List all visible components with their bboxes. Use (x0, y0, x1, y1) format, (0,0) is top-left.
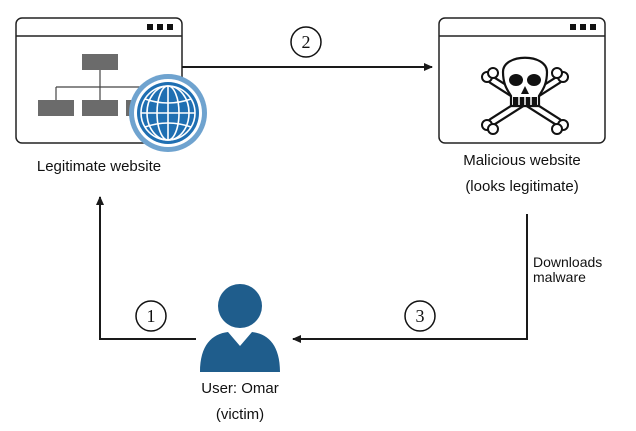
step-2-number: 2 (302, 32, 311, 52)
step-3-label-line1: Downloads (533, 254, 603, 270)
edge-step1 (96, 196, 196, 340)
skull-crossbones-icon (481, 56, 569, 135)
user-sublabel: (victim) (215, 406, 265, 423)
user-label: User: Omar (201, 380, 279, 397)
step-3-number: 3 (416, 306, 425, 326)
malicious-website-node (438, 17, 606, 144)
edge-step3 (292, 214, 528, 343)
user-icon (200, 284, 280, 372)
step-1-number: 1 (147, 306, 156, 326)
malicious-website-label: Malicious website (463, 152, 581, 169)
step-2-marker: 2 (290, 26, 322, 58)
step-3-label-line2: malware (533, 269, 586, 285)
window-controls-icon (570, 24, 596, 30)
sitemap-icon (38, 54, 162, 116)
legitimate-website-node (15, 17, 207, 152)
malicious-website-sublabel: (looks legitimate) (465, 178, 579, 195)
step-3-marker: 3 (404, 300, 436, 332)
step-1-marker: 1 (135, 300, 167, 332)
window-controls-icon (147, 24, 173, 30)
legitimate-website-label: Legitimate website (36, 158, 162, 175)
globe-icon (129, 74, 207, 152)
